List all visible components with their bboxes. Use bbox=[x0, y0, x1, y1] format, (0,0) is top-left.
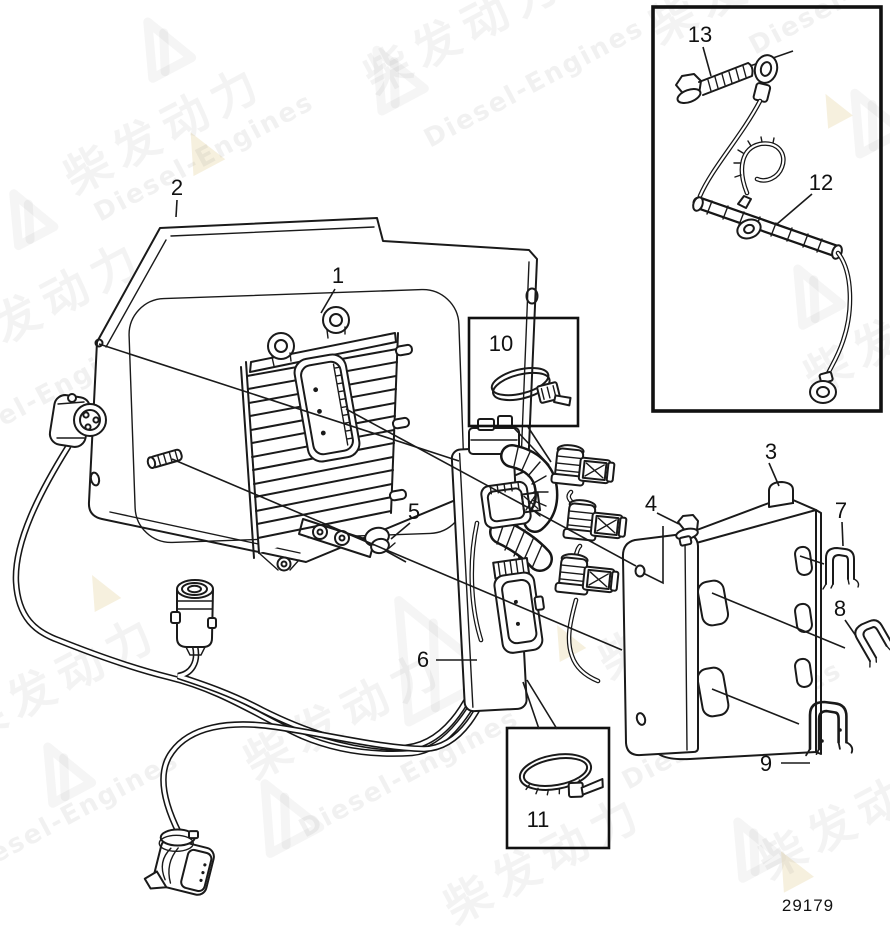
clip-part8 bbox=[848, 612, 890, 669]
mounting-bracket-part3 bbox=[621, 481, 822, 761]
callout-7: 7 bbox=[835, 498, 847, 523]
harness-main-connector-lower bbox=[492, 556, 545, 654]
callout-labels: 1 2 3 4 5 6 7 8 9 10 11 12 13 bbox=[171, 22, 847, 832]
round-connector-cylinder bbox=[170, 579, 217, 656]
screw-insertion-line bbox=[642, 526, 664, 585]
clip-part9 bbox=[804, 700, 854, 757]
battery-cable-part12 bbox=[692, 54, 853, 404]
harness-end-connector bbox=[143, 828, 215, 896]
alignment-leader-lines bbox=[98, 343, 846, 725]
callout-11: 11 bbox=[527, 807, 550, 832]
callout-3: 3 bbox=[765, 439, 777, 464]
callout-10: 10 bbox=[489, 331, 513, 356]
callout-13: 13 bbox=[688, 22, 712, 47]
callout-1: 1 bbox=[332, 263, 344, 288]
callout-leader-lines bbox=[175, 46, 857, 764]
sensor-connector bbox=[550, 442, 617, 490]
screw-part4 bbox=[675, 514, 699, 547]
harness-main-connector-upper bbox=[480, 480, 542, 529]
callout-9: 9 bbox=[760, 751, 772, 776]
watermark-cjk-text: 柴发动力 bbox=[0, 604, 169, 755]
detail-box-tie-part11 bbox=[505, 679, 611, 850]
callout-4: 4 bbox=[645, 491, 657, 516]
sensor-connectors bbox=[550, 442, 629, 684]
round-connector-plate bbox=[48, 393, 107, 448]
sensor-connector bbox=[554, 551, 621, 599]
watermark-latin-text: Diesel-Engines bbox=[744, 0, 890, 61]
harness-cables bbox=[12, 443, 500, 837]
ecu-connector-socket bbox=[293, 353, 361, 463]
detail-box-clamp-part10 bbox=[467, 316, 580, 466]
part-number: 29179 bbox=[782, 896, 834, 915]
clip-part7 bbox=[822, 547, 860, 590]
callout-2: 2 bbox=[171, 175, 183, 200]
callout-5: 5 bbox=[408, 499, 420, 524]
callout-8: 8 bbox=[834, 596, 846, 621]
ecu-pins bbox=[388, 343, 413, 502]
bolt-part13 bbox=[675, 62, 754, 104]
threaded-stud bbox=[146, 448, 183, 470]
cable-harness-part6 bbox=[450, 415, 559, 713]
inset-box bbox=[651, 5, 883, 413]
callout-12: 12 bbox=[809, 170, 833, 195]
callout-6: 6 bbox=[417, 647, 429, 672]
sensor-connector bbox=[562, 497, 629, 545]
grommet-part5 bbox=[364, 526, 396, 555]
ecu-part1 bbox=[240, 306, 413, 572]
